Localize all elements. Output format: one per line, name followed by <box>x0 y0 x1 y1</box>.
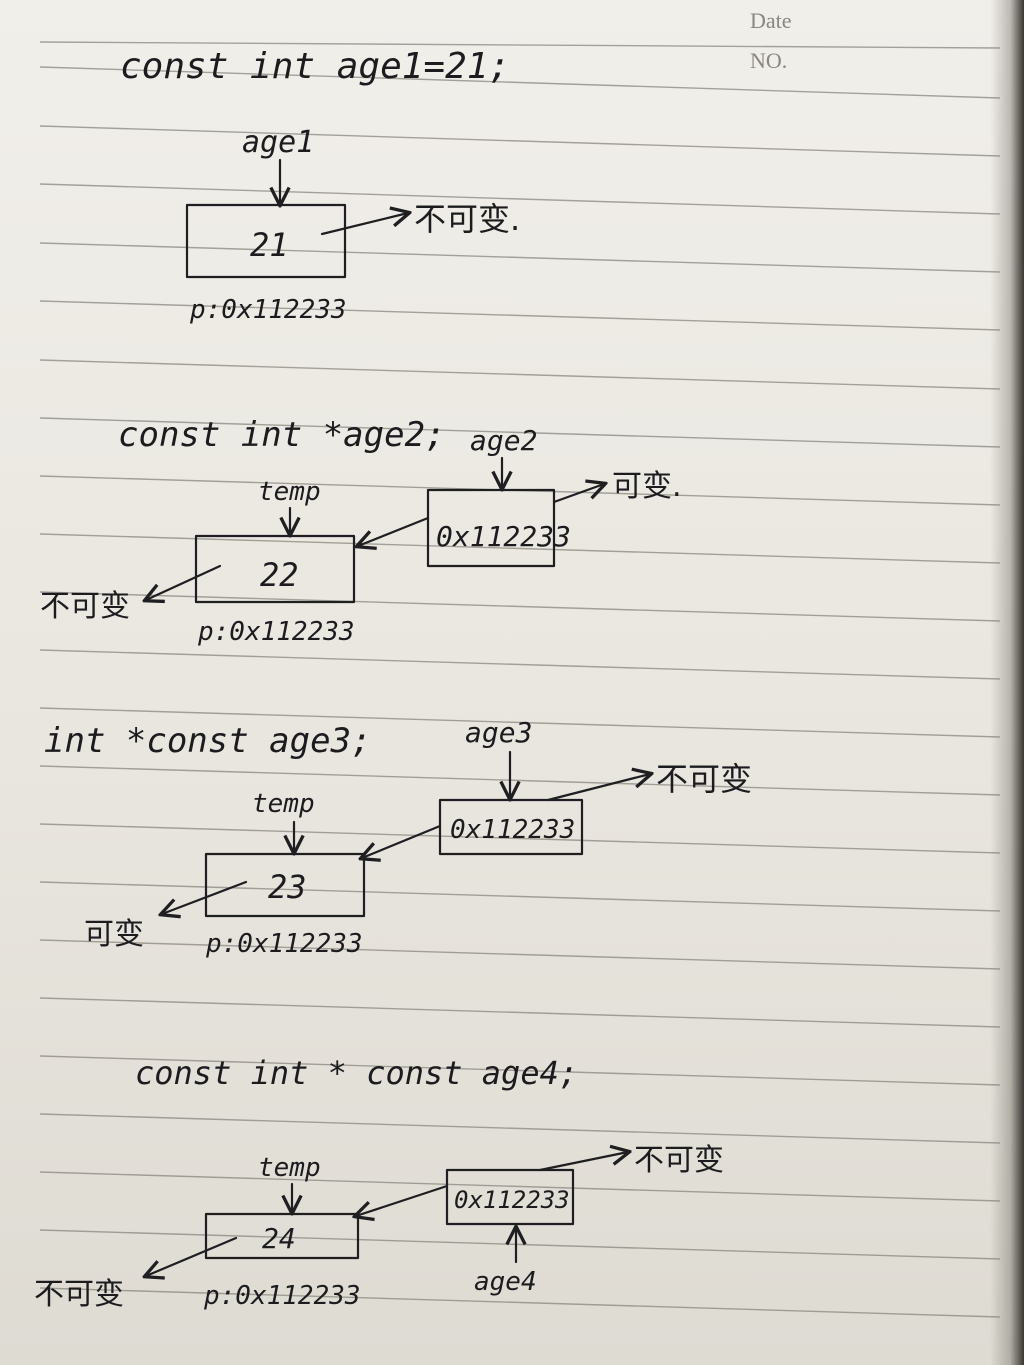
value-box-age3 <box>204 852 366 918</box>
section2: const int *age2; age2 0x112233 可变. temp … <box>40 415 682 647</box>
value-age2: 22 <box>260 556 299 594</box>
address-age3: p:0x112233 <box>205 929 363 959</box>
arrow-pointer-to-value-age2 <box>358 516 430 546</box>
value-box-age4 <box>204 1212 360 1260</box>
ruled-lines <box>39 41 1001 1318</box>
pointer-value-age4: 0x112233 <box>454 1186 570 1214</box>
section4: const int * const age4; 0x112233 不可变 age… <box>34 1054 724 1312</box>
pointer-label-age3: age3 <box>465 716 532 749</box>
address-age4: p:0x112233 <box>203 1281 361 1311</box>
arrow-age4-pointer-note <box>538 1152 628 1172</box>
value-age1: 21 <box>250 226 289 264</box>
section1: const int age1=21; age1 21 不可变. p:0x1122… <box>120 46 520 325</box>
arrow-age2-pointer-note <box>552 484 604 504</box>
variable-label-age1: age1 <box>242 125 314 160</box>
pointer-box-age4 <box>445 1168 575 1226</box>
arrow-pointer-to-value-age3 <box>362 824 442 858</box>
pointer-value-age2: 0x112233 <box>436 520 571 553</box>
value-note-age4: 不可变 <box>34 1277 124 1312</box>
pointer-label-age2: age2 <box>470 424 537 457</box>
pointer-note-age4: 不可变 <box>634 1143 724 1178</box>
value-box-age2 <box>194 534 356 604</box>
value-age3: 23 <box>268 868 307 906</box>
value-note-age2: 不可变 <box>40 589 130 624</box>
address-age1: p:0x112233 <box>189 295 347 325</box>
note-age1: 不可变. <box>414 200 520 238</box>
address-age2: p:0x112233 <box>197 617 355 647</box>
arrow-age3-value-note <box>162 880 248 914</box>
declaration-age2: const int *age2; <box>118 415 446 455</box>
value-box-age1 <box>185 203 347 279</box>
temp-label-age3: temp <box>252 789 315 819</box>
temp-label-age4: temp <box>258 1153 321 1183</box>
arrow-age2-value-note <box>146 564 222 600</box>
arrow-pointer-to-value-age4 <box>356 1184 449 1216</box>
declaration-age1: const int age1=21; <box>120 46 510 87</box>
declaration-age4: const int * const age4; <box>135 1054 578 1092</box>
no-label: NO. <box>750 48 787 73</box>
temp-label-age2: temp <box>258 477 321 507</box>
pointer-note-age3: 不可变 <box>656 760 752 798</box>
date-label: Date <box>750 8 792 33</box>
pointer-box-age2 <box>426 488 556 568</box>
value-age4: 24 <box>262 1222 296 1255</box>
declaration-age3: int *const age3; <box>44 721 372 761</box>
pointer-note-age2: 可变. <box>612 469 682 504</box>
value-note-age3: 可变 <box>84 917 144 952</box>
arrow-age3-pointer-note <box>546 774 650 802</box>
arrow-age1-note <box>320 213 408 236</box>
arrow-age4-value-note <box>146 1236 238 1276</box>
section3: int *const age3; age3 0x112233 不可变 temp … <box>44 716 752 959</box>
pointer-value-age3: 0x112233 <box>450 815 575 845</box>
pointer-label-age4: age4 <box>474 1267 537 1297</box>
page-edge-shadow <box>990 0 1024 1365</box>
